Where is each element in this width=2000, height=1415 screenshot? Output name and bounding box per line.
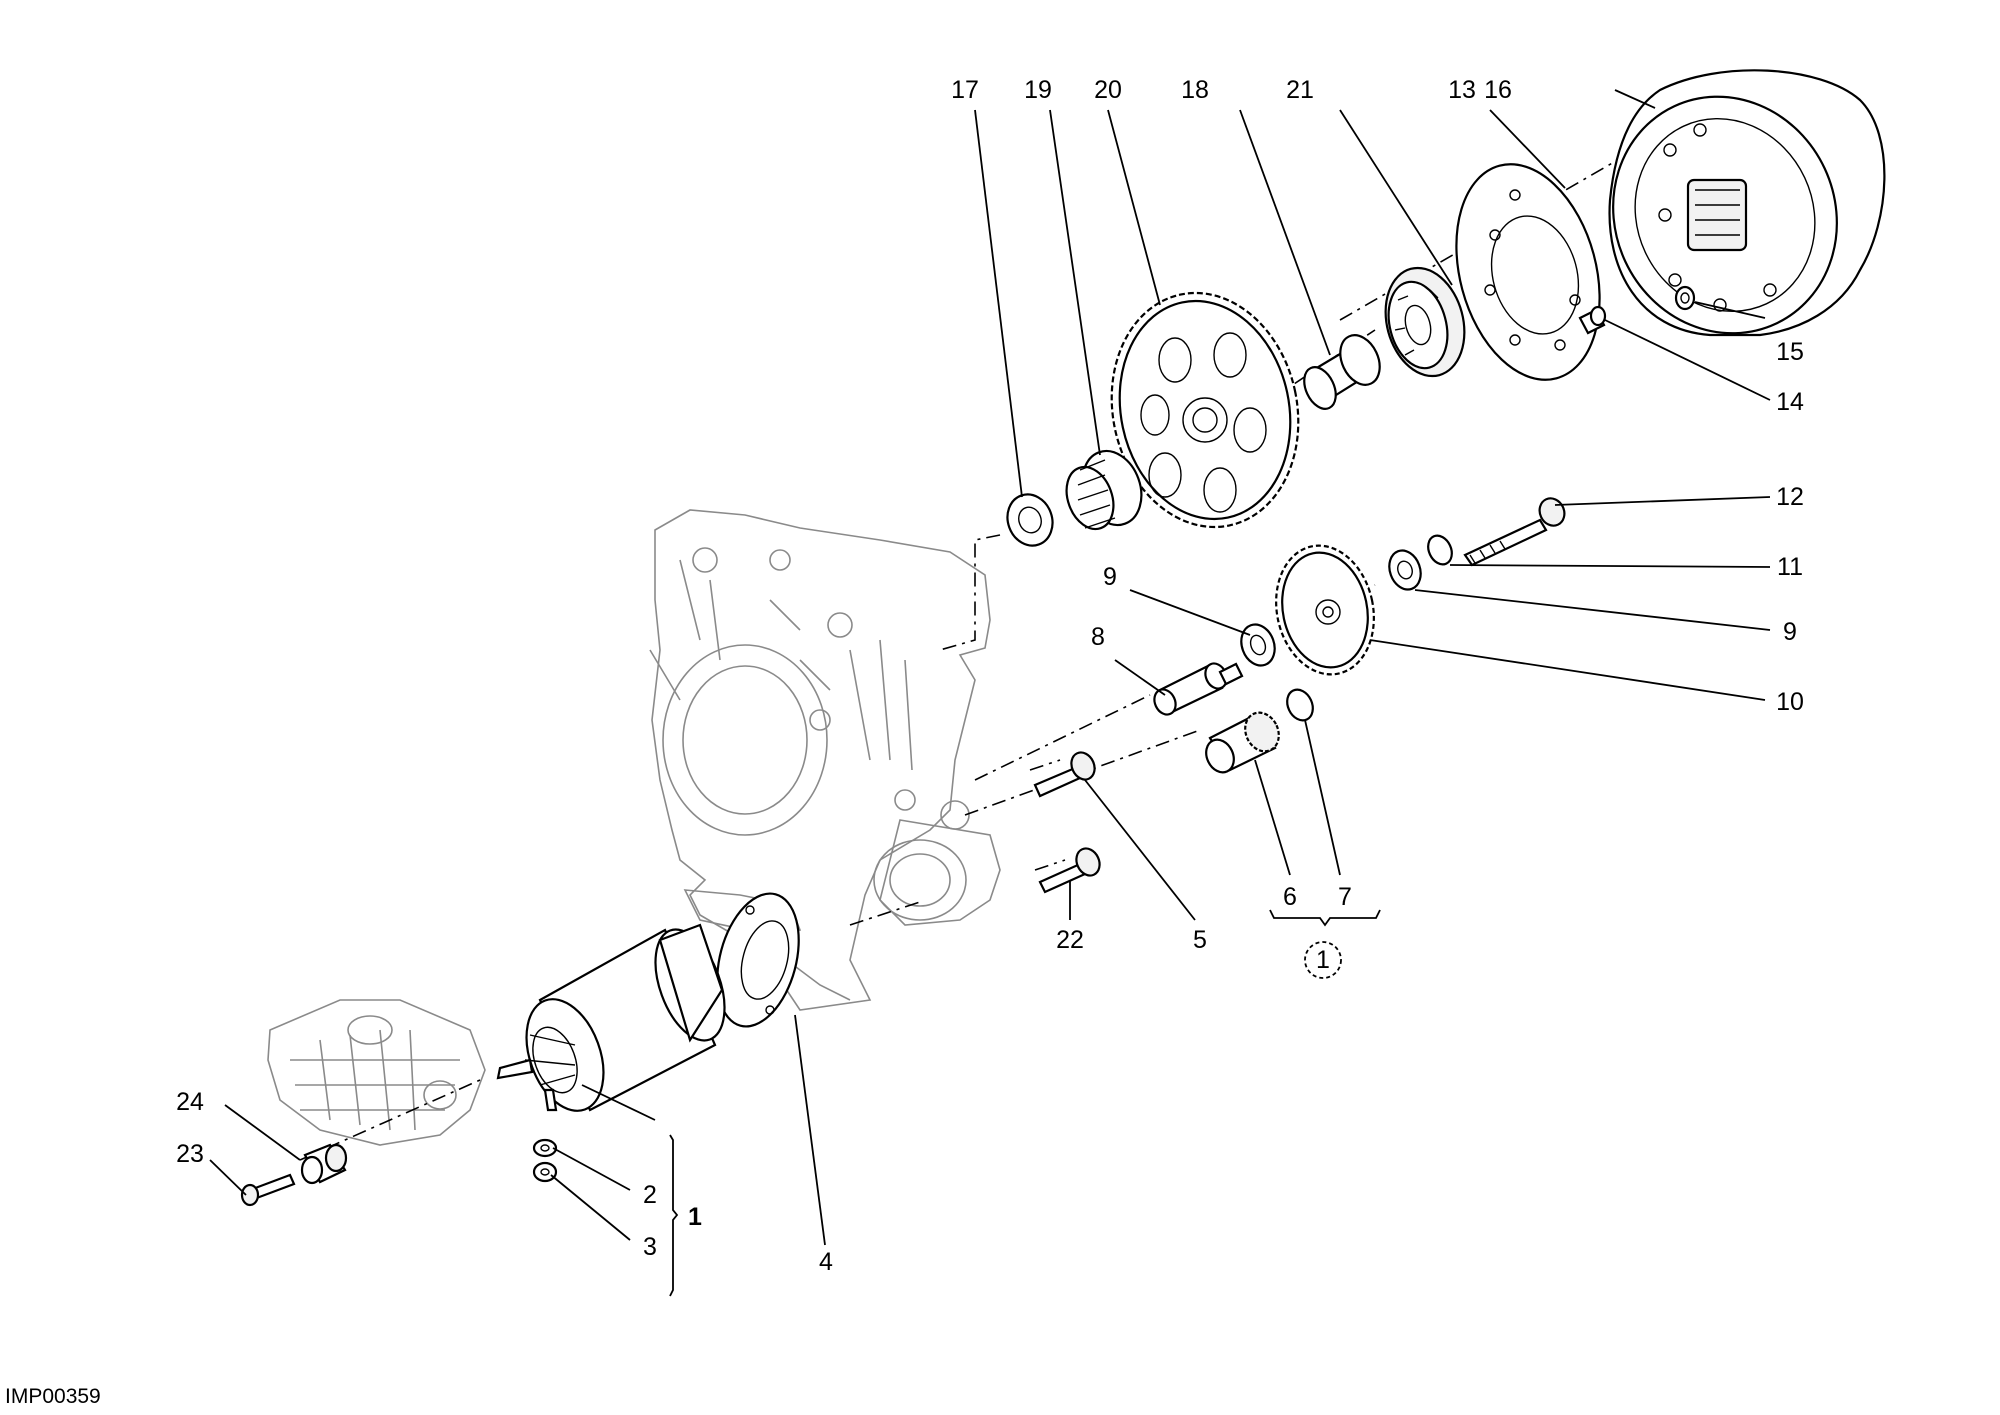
callout-11: 11 <box>1777 553 1803 581</box>
callout-20: 20 <box>1094 76 1122 104</box>
callout-22: 22 <box>1056 926 1084 954</box>
bushing <box>1303 334 1381 410</box>
shaft-pin-8 <box>1153 662 1244 716</box>
kit-circle-number: 1 <box>1316 946 1330 974</box>
callout-19: 19 <box>1024 76 1052 104</box>
screw-23 <box>240 1173 296 1207</box>
needle-bearing <box>1065 449 1143 531</box>
callout-6: 6 <box>1283 883 1297 911</box>
callout-9-left: 9 <box>1103 563 1117 591</box>
callout-3: 3 <box>643 1233 657 1261</box>
flywheel-rotor <box>1608 69 1886 337</box>
circlip-7 <box>1286 688 1314 722</box>
bolt-5 <box>1033 751 1096 798</box>
kit-bracket <box>669 1134 679 1297</box>
callout-2: 2 <box>643 1181 657 1209</box>
nut-3 <box>532 1161 558 1183</box>
callout-17: 17 <box>951 76 979 104</box>
leader-lines <box>209 89 1771 1246</box>
dowel-pin-14 <box>1578 305 1607 335</box>
pinion-gear-6 <box>1205 711 1280 774</box>
callout-1-kit: 1 <box>688 1203 702 1231</box>
thrust-washer-17 <box>1006 493 1054 547</box>
callout-15: 15 <box>1776 338 1804 366</box>
callout-labels: 17 19 20 18 21 13 16 15 14 12 11 9 10 9 … <box>176 76 1804 1276</box>
kit-brace-6-7 <box>1269 909 1381 927</box>
callout-4: 4 <box>819 1248 833 1276</box>
callout-8: 8 <box>1091 623 1105 651</box>
washer-15 <box>1674 285 1696 311</box>
starter-motor <box>496 923 726 1112</box>
freewheel-flange <box>1455 163 1601 381</box>
circlip-11 <box>1427 534 1453 566</box>
callout-16: 16 <box>1484 76 1512 104</box>
callout-21: 21 <box>1286 76 1314 104</box>
large-idler-gear <box>1110 291 1300 529</box>
washer-9-right <box>1388 549 1422 591</box>
callout-24: 24 <box>176 1088 204 1116</box>
callout-7: 7 <box>1338 883 1352 911</box>
gasket-4 <box>716 892 800 1028</box>
small-intermediate-gear <box>1275 544 1375 676</box>
freewheel-cage <box>1384 266 1466 378</box>
callout-10: 10 <box>1776 688 1804 716</box>
callout-23: 23 <box>176 1140 204 1168</box>
drawing-reference-code: IMP00359 <box>5 1385 101 1408</box>
oil-filter-housing <box>267 999 486 1146</box>
callout-9-right: 9 <box>1783 618 1797 646</box>
callout-12: 12 <box>1776 483 1804 511</box>
crankcase-outline <box>649 509 1001 1011</box>
callout-18: 18 <box>1181 76 1209 104</box>
kit-circle-marker <box>1304 941 1342 979</box>
callout-14: 14 <box>1776 388 1804 416</box>
callout-13: 13 <box>1448 76 1476 104</box>
bolt-22 <box>1038 847 1101 894</box>
washer-2 <box>532 1138 558 1158</box>
spacer-24 <box>300 1143 348 1185</box>
long-bolt-12 <box>1463 497 1566 567</box>
washer-9-left <box>1240 623 1276 667</box>
callout-5: 5 <box>1193 926 1207 954</box>
